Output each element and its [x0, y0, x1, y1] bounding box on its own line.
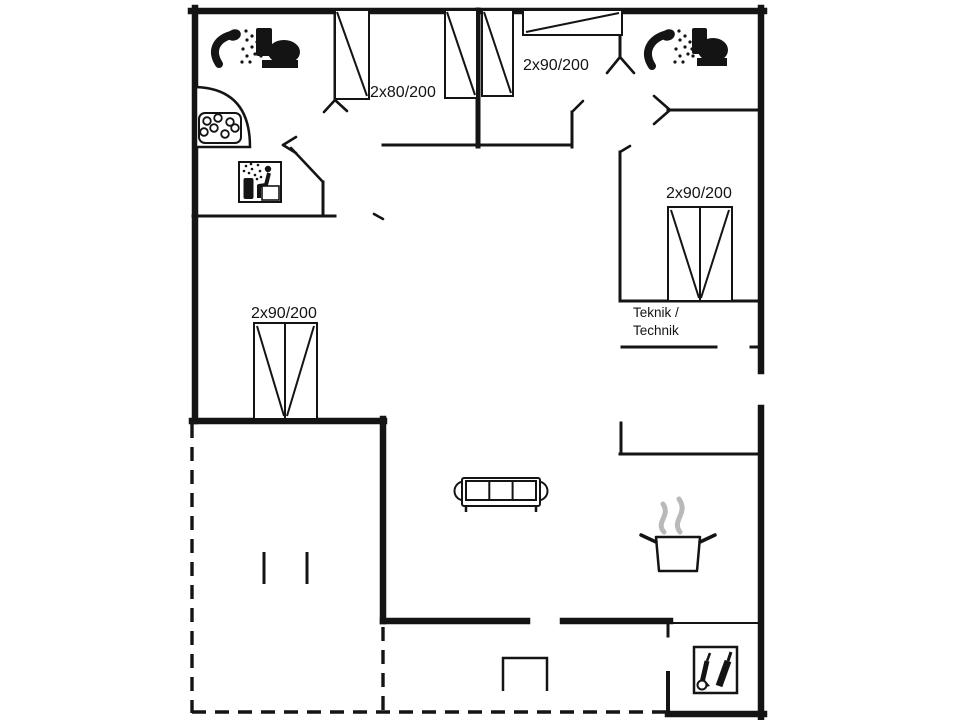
shower-icon: [211, 29, 263, 68]
shower-icon-2: [644, 29, 695, 70]
teknik-room-label-line2: Technik: [633, 323, 679, 338]
sauna-icon: [238, 161, 282, 203]
bed-size-label-right: 2x90/200: [666, 185, 732, 202]
wardrobe-icon: [522, 9, 623, 36]
bed-icon-top-left: [334, 9, 370, 100]
door-openings: [281, 55, 672, 221]
bed-icon-right: [667, 206, 733, 302]
terrace-outline: [190, 424, 668, 714]
cleaning-closet-icon: [692, 645, 739, 695]
bed-icon-top-mid-b: [481, 9, 514, 97]
bed-size-label-left: 2x90/200: [251, 305, 317, 322]
toilet-icon: [256, 28, 300, 68]
doormat-icon: [501, 656, 549, 691]
bed-size-label-top-middle: 2x90/200: [523, 57, 589, 74]
toilet-icon-2: [692, 28, 728, 66]
whirlpool-icon: [194, 85, 252, 149]
bed-icon-left: [253, 322, 318, 420]
sofa-icon: [453, 477, 549, 512]
cooking-pot-icon: [639, 496, 717, 573]
bed-size-label-top-left: 2x80/200: [370, 84, 436, 101]
terrace-step-marks: [262, 552, 309, 584]
teknik-room-label-line1: Teknik /: [633, 305, 679, 320]
bed-icon-top-mid-a: [444, 9, 478, 99]
